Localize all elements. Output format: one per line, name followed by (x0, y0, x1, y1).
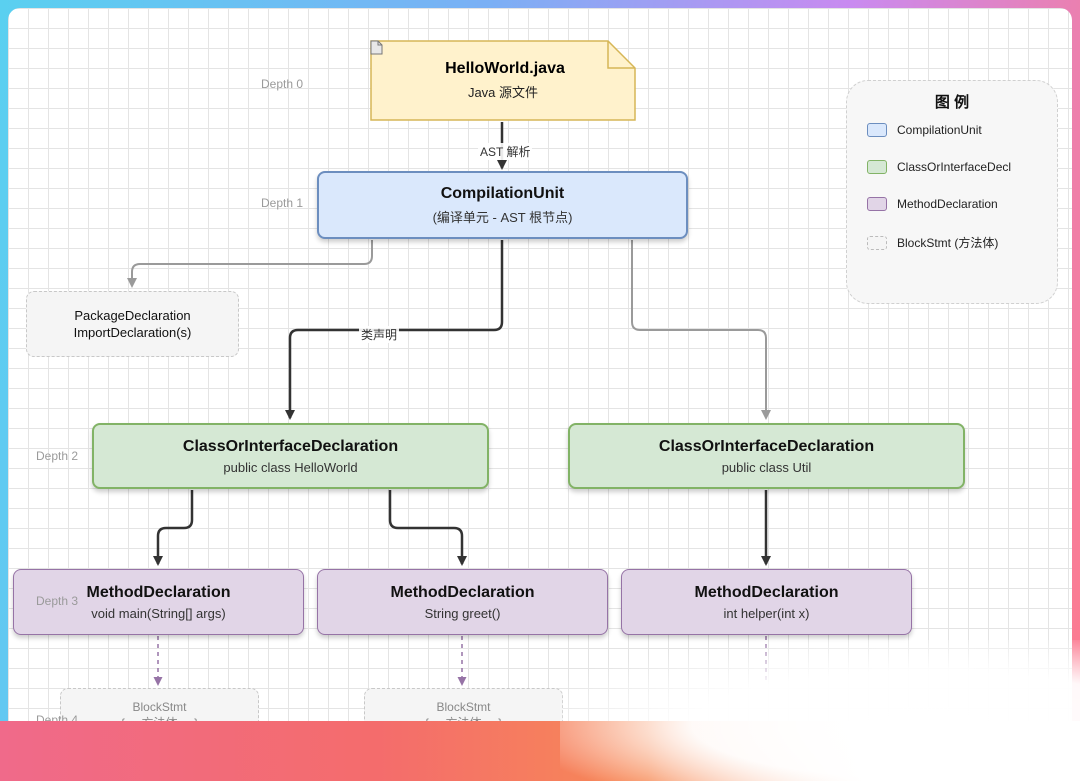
block-greet-label: BlockStmt (436, 699, 491, 714)
edge-cu-to-class-util (631, 240, 771, 420)
class-hello-title: ClassOrInterfaceDeclaration (182, 437, 399, 455)
legend-label: ClassOrInterfaceDecl (897, 160, 1012, 174)
block-main-body: { ... 方法体 ... } (120, 715, 199, 730)
legend-item-block-stmt: BlockStmt (方法体) (867, 234, 998, 251)
depth-4-label: Depth 4 (36, 713, 79, 727)
block-stmt-greet-node: BlockStmt { ... 方法体 ... } (364, 688, 563, 741)
method-helper-title: MethodDeclaration (694, 583, 839, 601)
method-helper-node: MethodDeclaration int helper(int x) (621, 569, 912, 635)
edge-cu-to-package (127, 240, 373, 288)
class-hello-subtitle: public class HelloWorld (223, 459, 358, 475)
legend-panel: 图 例 CompilationUnit ClassOrInterfaceDecl… (846, 80, 1058, 304)
depth-3-label: Depth 3 (36, 594, 79, 608)
import-declaration-label: ImportDeclaration(s) (73, 325, 192, 340)
edge-label-ast-parse: AST 解析 (478, 143, 533, 160)
legend-item-class-decl: ClassOrInterfaceDecl (867, 160, 1011, 174)
compilation-unit-subtitle: (编译单元 - AST 根节点) (432, 209, 573, 225)
legend-swatch-green (867, 160, 887, 174)
edge-label-class-decl: 类声明 (359, 326, 400, 343)
compilation-unit-title: CompilationUnit (440, 184, 565, 202)
legend-swatch-blue (867, 123, 887, 137)
legend-label: BlockStmt (方法体) (897, 236, 999, 250)
block-greet-body: { ... 方法体 ... } (424, 715, 503, 730)
block-stmt-main-node: BlockStmt { ... 方法体 ... } (60, 688, 259, 741)
depth-0-label: Depth 0 (261, 77, 304, 91)
method-greet-title: MethodDeclaration (390, 583, 535, 601)
legend-label: CompilationUnit (897, 123, 982, 137)
package-declaration-label: PackageDeclaration (74, 308, 191, 323)
class-util-title: ClassOrInterfaceDeclaration (658, 437, 875, 455)
file-title: HelloWorld.java (445, 60, 565, 77)
method-main-subtitle: void main(String[] args) (91, 605, 226, 621)
depth-2-label: Depth 2 (36, 449, 79, 463)
legend-swatch-dashed (867, 235, 887, 250)
method-main-title: MethodDeclaration (86, 583, 231, 601)
method-main-node: MethodDeclaration void main(String[] arg… (13, 569, 304, 635)
class-hello-world-node: ClassOrInterfaceDeclaration public class… (92, 423, 489, 489)
white-fade-overlay (560, 640, 1080, 781)
class-util-subtitle: public class Util (721, 459, 812, 475)
depth-1-label: Depth 1 (261, 196, 304, 210)
method-helper-subtitle: int helper(int x) (723, 605, 810, 621)
file-subtitle: Java 源文件 (467, 85, 539, 100)
legend-item-method-decl: MethodDeclaration (867, 197, 998, 211)
legend-swatch-purple (867, 197, 887, 211)
legend-item-compilation-unit: CompilationUnit (867, 123, 982, 137)
method-greet-node: MethodDeclaration String greet() (317, 569, 608, 635)
note-shape (370, 40, 636, 121)
legend-title: 图 例 (934, 94, 970, 111)
legend-label: MethodDeclaration (897, 197, 998, 211)
block-main-label: BlockStmt (132, 699, 187, 714)
edge-hello-to-greet (388, 490, 467, 566)
method-greet-subtitle: String greet() (424, 605, 501, 621)
source-file-node: HelloWorld.java Java 源文件 (370, 40, 636, 121)
edge-hello-to-main (153, 490, 194, 566)
compilation-unit-node: CompilationUnit (编译单元 - AST 根节点) (317, 171, 688, 239)
class-util-node: ClassOrInterfaceDeclaration public class… (568, 423, 965, 489)
package-declaration-node: PackageDeclaration ImportDeclaration(s) (26, 291, 239, 357)
